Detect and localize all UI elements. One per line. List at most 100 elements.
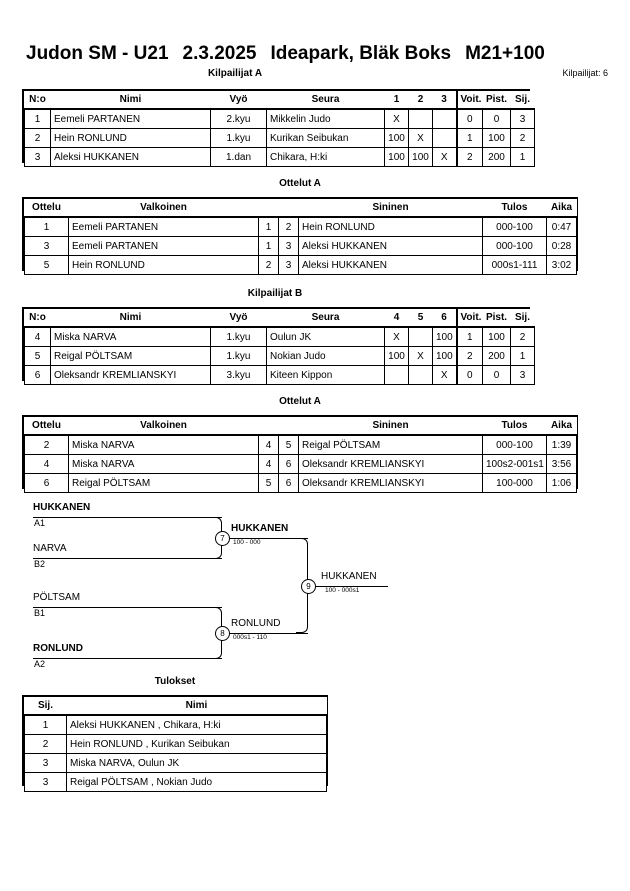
- match-result: 000-100: [482, 216, 547, 237]
- results-caption: Tulokset: [154, 676, 196, 687]
- col-name: Nimi: [50, 309, 211, 328]
- blue-competitor: Reigal PÖLTSAM: [298, 434, 483, 455]
- rank-cell: 3: [510, 108, 535, 129]
- col-wins: Voit.: [455, 91, 483, 110]
- match-no: 3: [24, 236, 69, 256]
- event-name: Judon SM - U21: [26, 43, 169, 64]
- result-rank: 1: [24, 714, 67, 735]
- bracket-line-sf1-out: [228, 538, 308, 539]
- col-club: Seura: [266, 309, 385, 328]
- col-vs-6: 6: [432, 309, 457, 328]
- col-vs-2: 2: [408, 91, 433, 110]
- match-no: 4: [24, 454, 69, 474]
- bracket-line-entry-1: [33, 517, 222, 518]
- col-rank: Sij.: [510, 91, 535, 110]
- rank-cell: 1: [510, 147, 535, 167]
- blue-number: 3: [278, 236, 299, 256]
- score-cell-2: [408, 108, 433, 129]
- match-result: 100s2-001s1: [482, 454, 547, 474]
- white-number: 1: [258, 236, 279, 256]
- score-cell-2: [408, 326, 433, 347]
- white-competitor: Reigal PÖLTSAM: [68, 473, 259, 493]
- competitor-name: Reigal PÖLTSAM: [50, 346, 211, 366]
- score-cell-1: 100: [384, 346, 409, 366]
- blue-competitor: Oleksandr KREMLIANSKYI: [298, 473, 483, 493]
- competitor-no: 1: [24, 108, 51, 129]
- points-cell: 200: [482, 147, 511, 167]
- bracket-line-final-out: [315, 586, 388, 587]
- bracket-match-number-7: 7: [215, 531, 230, 546]
- points-cell: 0: [482, 108, 511, 129]
- match-time: 1:39: [546, 434, 577, 455]
- col-points: Pist.: [482, 91, 511, 110]
- col-vs-4: 4: [384, 309, 409, 328]
- competitor-belt: 2.kyu: [210, 108, 267, 129]
- competitor-no: 5: [24, 346, 51, 366]
- rank-cell: 1: [510, 346, 535, 366]
- col-belt: Vyö: [210, 309, 267, 328]
- bracket-match-number-8: 8: [215, 626, 230, 641]
- pool-a-header-row: N:o Nimi Vyö Seura 1 2 3 Voit. Pist. Sij…: [24, 91, 535, 110]
- event-category: M21+100: [465, 43, 545, 64]
- score-cell-3: 100: [432, 346, 457, 366]
- match-result: 100-000: [482, 473, 547, 493]
- match-no: 2: [24, 434, 69, 455]
- score-cell-2: X: [408, 128, 433, 148]
- match-result: 000s1-111: [482, 255, 547, 275]
- bracket-winner-sf2: RONLUND: [231, 618, 281, 629]
- points-cell: 0: [482, 365, 511, 385]
- match-result: 000-100: [482, 434, 547, 455]
- bracket-score-sf2: 000s1 - 110: [233, 634, 267, 641]
- competitor-club: Kiteen Kippon: [266, 365, 385, 385]
- result-name: Reigal PÖLTSAM , Nokian Judo: [66, 772, 327, 792]
- col-no: N:o: [24, 91, 51, 110]
- white-competitor: Miska NARVA: [68, 434, 259, 455]
- bracket-entry-name-1: HUKKANEN: [33, 502, 91, 513]
- wins-cell: 2: [455, 147, 483, 167]
- score-cell-1: X: [384, 326, 409, 347]
- col-time: Aika: [546, 199, 577, 218]
- score-cell-3: [432, 108, 457, 129]
- blue-number: 5: [278, 434, 299, 455]
- rank-cell: 3: [510, 365, 535, 385]
- match-time: 0:28: [546, 236, 577, 256]
- score-cell-1: 100: [384, 128, 409, 148]
- col-belt: Vyö: [210, 91, 267, 110]
- col-vs-5: 5: [408, 309, 433, 328]
- col-name: Nimi: [66, 697, 327, 716]
- white-number: 5: [258, 473, 279, 493]
- score-cell-3: 100: [432, 326, 457, 347]
- wins-cell: 0: [455, 108, 483, 129]
- pool-b-table: N:o Nimi Vyö Seura 4 5 6 Voit. Pist. Sij…: [24, 309, 535, 385]
- event-venue: Ideapark, Bläk Boks: [270, 43, 452, 64]
- col-match-no: Ottelu: [24, 417, 69, 436]
- wins-cell: 1: [455, 128, 483, 148]
- score-cell-3: X: [432, 147, 457, 167]
- blue-competitor: Aleksi HUKKANEN: [298, 255, 483, 275]
- score-cell-1: X: [384, 108, 409, 129]
- competitor-belt: 1.kyu: [210, 128, 267, 148]
- col-points: Pist.: [482, 309, 511, 328]
- bracket-line-entry-3: [33, 607, 222, 608]
- competitor-belt: 3.kyu: [210, 365, 267, 385]
- competitor-name: Aleksi HUKKANEN: [50, 147, 211, 167]
- competitor-club: Mikkelin Judo: [266, 108, 385, 129]
- entrants-count: Kilpailijat: 6: [562, 68, 608, 78]
- blue-number: 6: [278, 454, 299, 474]
- matches-a-caption: Ottelut A: [279, 178, 321, 189]
- competitor-club: Chikara, H:ki: [266, 147, 385, 167]
